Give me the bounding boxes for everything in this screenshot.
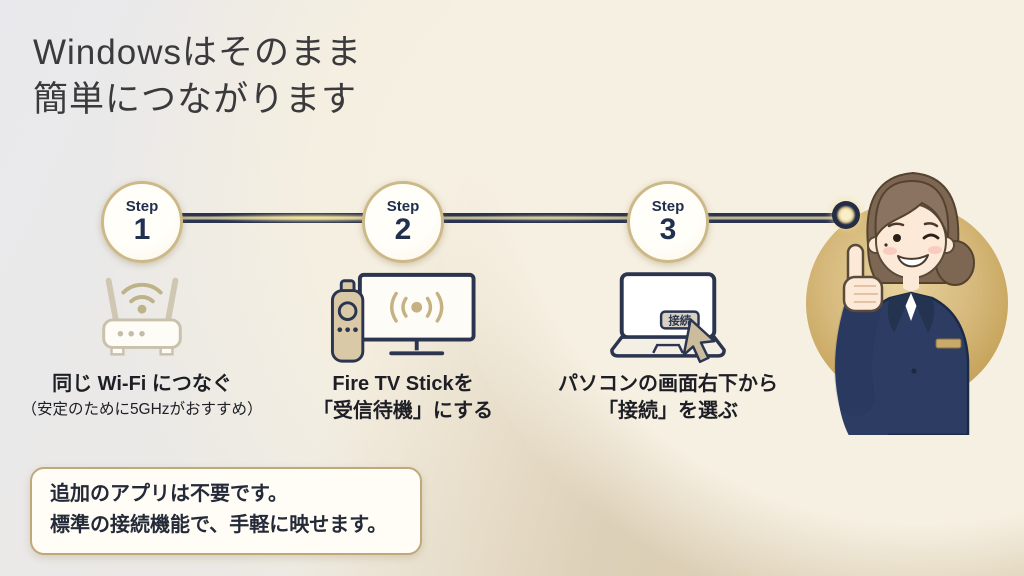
step-3: Step 3 接続 パソコンの画面右下から 「接続」を選ぶ (513, 181, 823, 425)
note-line-2: 標準の接続機能で、手軽に映せます。 (50, 514, 388, 536)
step-3-label: Step (651, 197, 685, 215)
step-2-caption: Fire TV Stickを (332, 373, 474, 395)
title-line-2: 簡単につながります (33, 79, 358, 119)
laptop-connect-icon: 接続 (610, 272, 726, 364)
step-1: Step 1 同じ Wi-Fi につなぐ （安定のために5GHzがおすすめ） (0, 181, 297, 421)
step-2-subcaption: 「受信待機」にする (312, 400, 494, 422)
title-line-1: Windowsはそのまま (33, 33, 362, 72)
step-1-badge: Step 1 (101, 181, 183, 263)
tv-receive-standby-icon (330, 272, 476, 363)
wifi-router-icon (102, 277, 182, 356)
woman-thumbs-up-illustration (806, 171, 1008, 435)
step-1-number: 1 (133, 212, 151, 246)
step-3-badge: Step 3 (627, 181, 709, 263)
step-2-number: 2 (394, 212, 412, 246)
step-3-subcaption: 「接続」を選ぶ (598, 400, 738, 422)
note-line-1: 追加のアプリは不要です。 (50, 483, 288, 505)
step-3-caption: パソコンの画面右下から (558, 373, 778, 395)
step-2-label: Step (386, 197, 420, 215)
timeline-endpoint-dot (832, 201, 860, 229)
step-3-number: 3 (659, 212, 677, 246)
step-1-label: Step (125, 197, 159, 215)
step-1-subcaption: （安定のために5GHzがおすすめ） (21, 401, 263, 418)
step-1-caption: 同じ Wi-Fi につなぐ (52, 373, 232, 395)
step-2: Step 2 Fire TV Stickを 「受信待機」にする (248, 181, 558, 425)
page-title: Windowsはそのまま 簡単につながります (33, 30, 362, 124)
step-2-badge: Step 2 (362, 181, 444, 263)
note-box: 追加のアプリは不要です。 標準の接続機能で、手軽に映せます。 (30, 467, 422, 555)
